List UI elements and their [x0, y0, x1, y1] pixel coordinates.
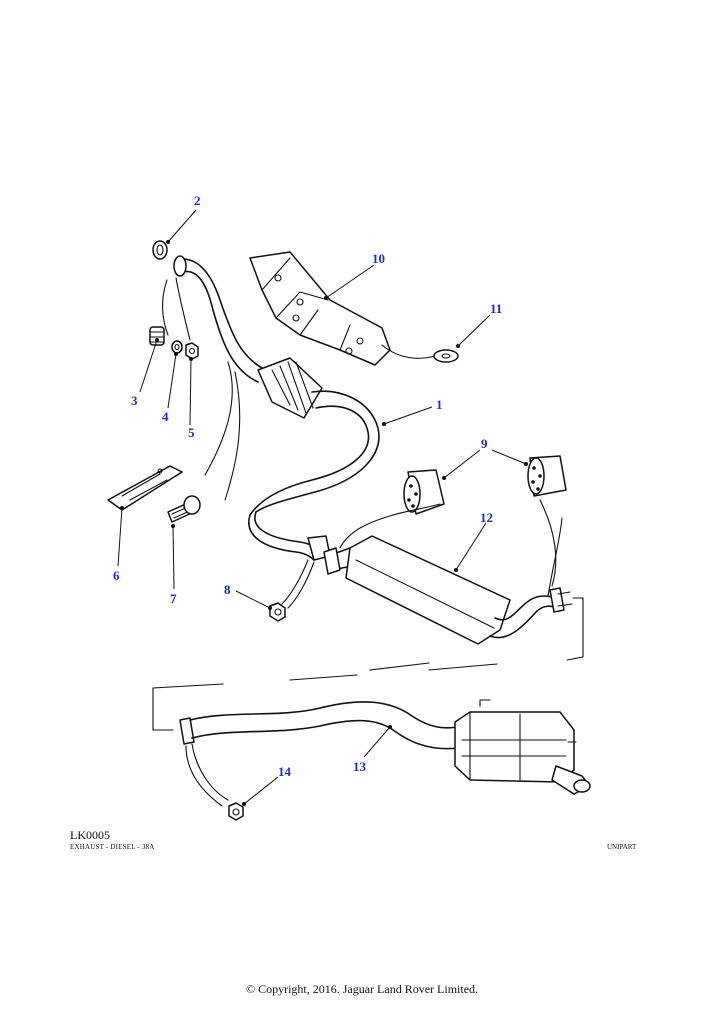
diagram-code: LK0005 [70, 828, 110, 842]
callout-11: 11 [490, 301, 502, 316]
washer-4 [171, 340, 183, 354]
callout-5: 5 [188, 425, 195, 440]
brand-label: UNIPART [607, 843, 637, 851]
nut-5 [185, 342, 199, 360]
callout-7: 7 [170, 591, 177, 606]
mounting-9-left [403, 469, 445, 515]
callout-1: 1 [436, 397, 443, 412]
bolt-7 [167, 495, 201, 523]
callout-13: 13 [353, 759, 367, 774]
callout-2: 2 [194, 193, 201, 208]
bracket-6 [107, 465, 183, 511]
callout-8: 8 [224, 582, 231, 597]
callout-9: 9 [481, 436, 488, 451]
callout-3: 3 [131, 393, 138, 408]
stud-3 [149, 326, 165, 346]
front-pipe-1 [173, 255, 380, 561]
callout-10: 10 [372, 251, 385, 266]
leader-lines [117, 209, 528, 806]
mounting-9-right [527, 455, 567, 497]
assembly-curves [162, 277, 563, 807]
callout-4: 4 [162, 409, 169, 424]
nut-8 [269, 602, 286, 622]
intermediate-silencer-12 [323, 535, 573, 671]
callout-14: 14 [278, 764, 292, 779]
nut-14 [228, 802, 244, 821]
callout-numbers: 2 3 4 5 6 7 8 10 11 1 9 12 13 14 [113, 193, 502, 779]
callout-12: 12 [480, 510, 493, 525]
washer-11 [433, 349, 459, 363]
copyright-notice: © Copyright, 2016. Jaguar Land Rover Lim… [245, 982, 479, 996]
diagram-description: EXHAUST - DIESEL - 38A [70, 843, 155, 851]
callout-6: 6 [113, 568, 120, 583]
gasket-2 [152, 240, 168, 260]
rear-silencer-13 [179, 699, 591, 795]
section-connector [152, 597, 584, 731]
heat-shield [249, 251, 436, 366]
